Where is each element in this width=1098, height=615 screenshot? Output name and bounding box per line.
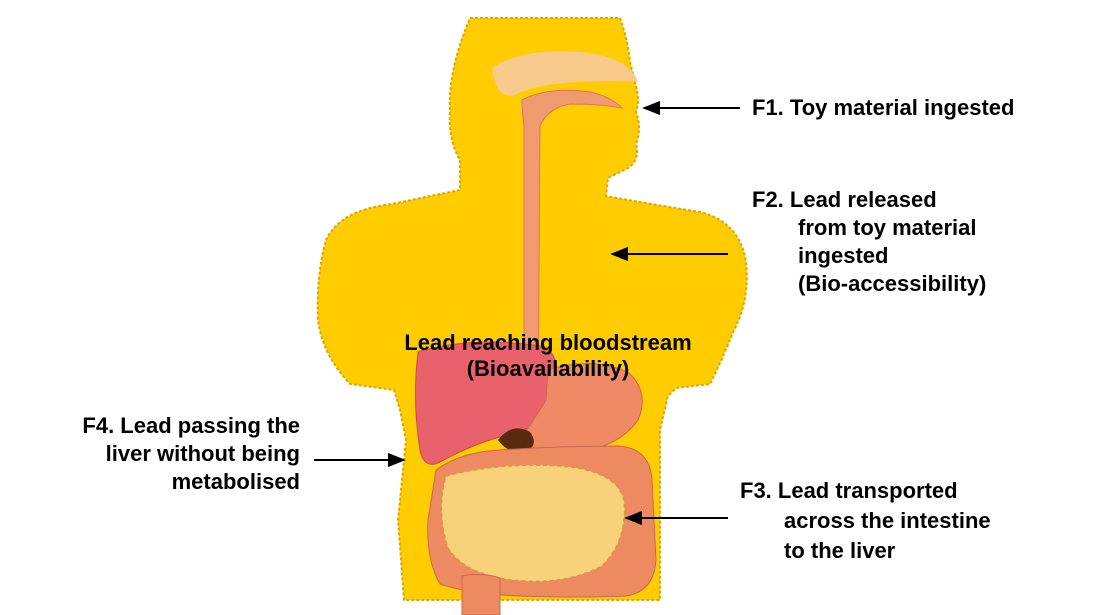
label-f4-line3: metabolised [10, 468, 300, 496]
small-intestine [441, 465, 624, 581]
label-center-line1: Lead reaching bloodstream [358, 330, 738, 356]
label-f3-line2: across the intestine [740, 506, 991, 536]
label-f2-line4: (Bio-accessibility) [752, 270, 986, 298]
label-f2-line1: F2. Lead released [752, 186, 986, 214]
label-f1: F1. Toy material ingested [752, 96, 1014, 120]
label-f4-line2: liver without being [10, 440, 300, 468]
label-f2: F2. Lead released from toy material inge… [752, 186, 986, 298]
label-f3-line1: F3. Lead transported [740, 476, 991, 506]
label-f2-line2: from toy material [752, 214, 986, 242]
label-center-line2: (Bioavailability) [358, 356, 738, 382]
label-f3-line3: to the liver [740, 536, 991, 566]
label-f4: F4. Lead passing the liver without being… [10, 412, 300, 496]
label-f2-line3: ingested [752, 242, 986, 270]
label-center: Lead reaching bloodstream (Bioavailabili… [358, 330, 738, 382]
label-f4-line1: F4. Lead passing the [10, 412, 300, 440]
label-f1-text: F1. Toy material ingested [752, 96, 1014, 120]
rectum [462, 574, 500, 615]
label-f3: F3. Lead transported across the intestin… [740, 476, 991, 566]
